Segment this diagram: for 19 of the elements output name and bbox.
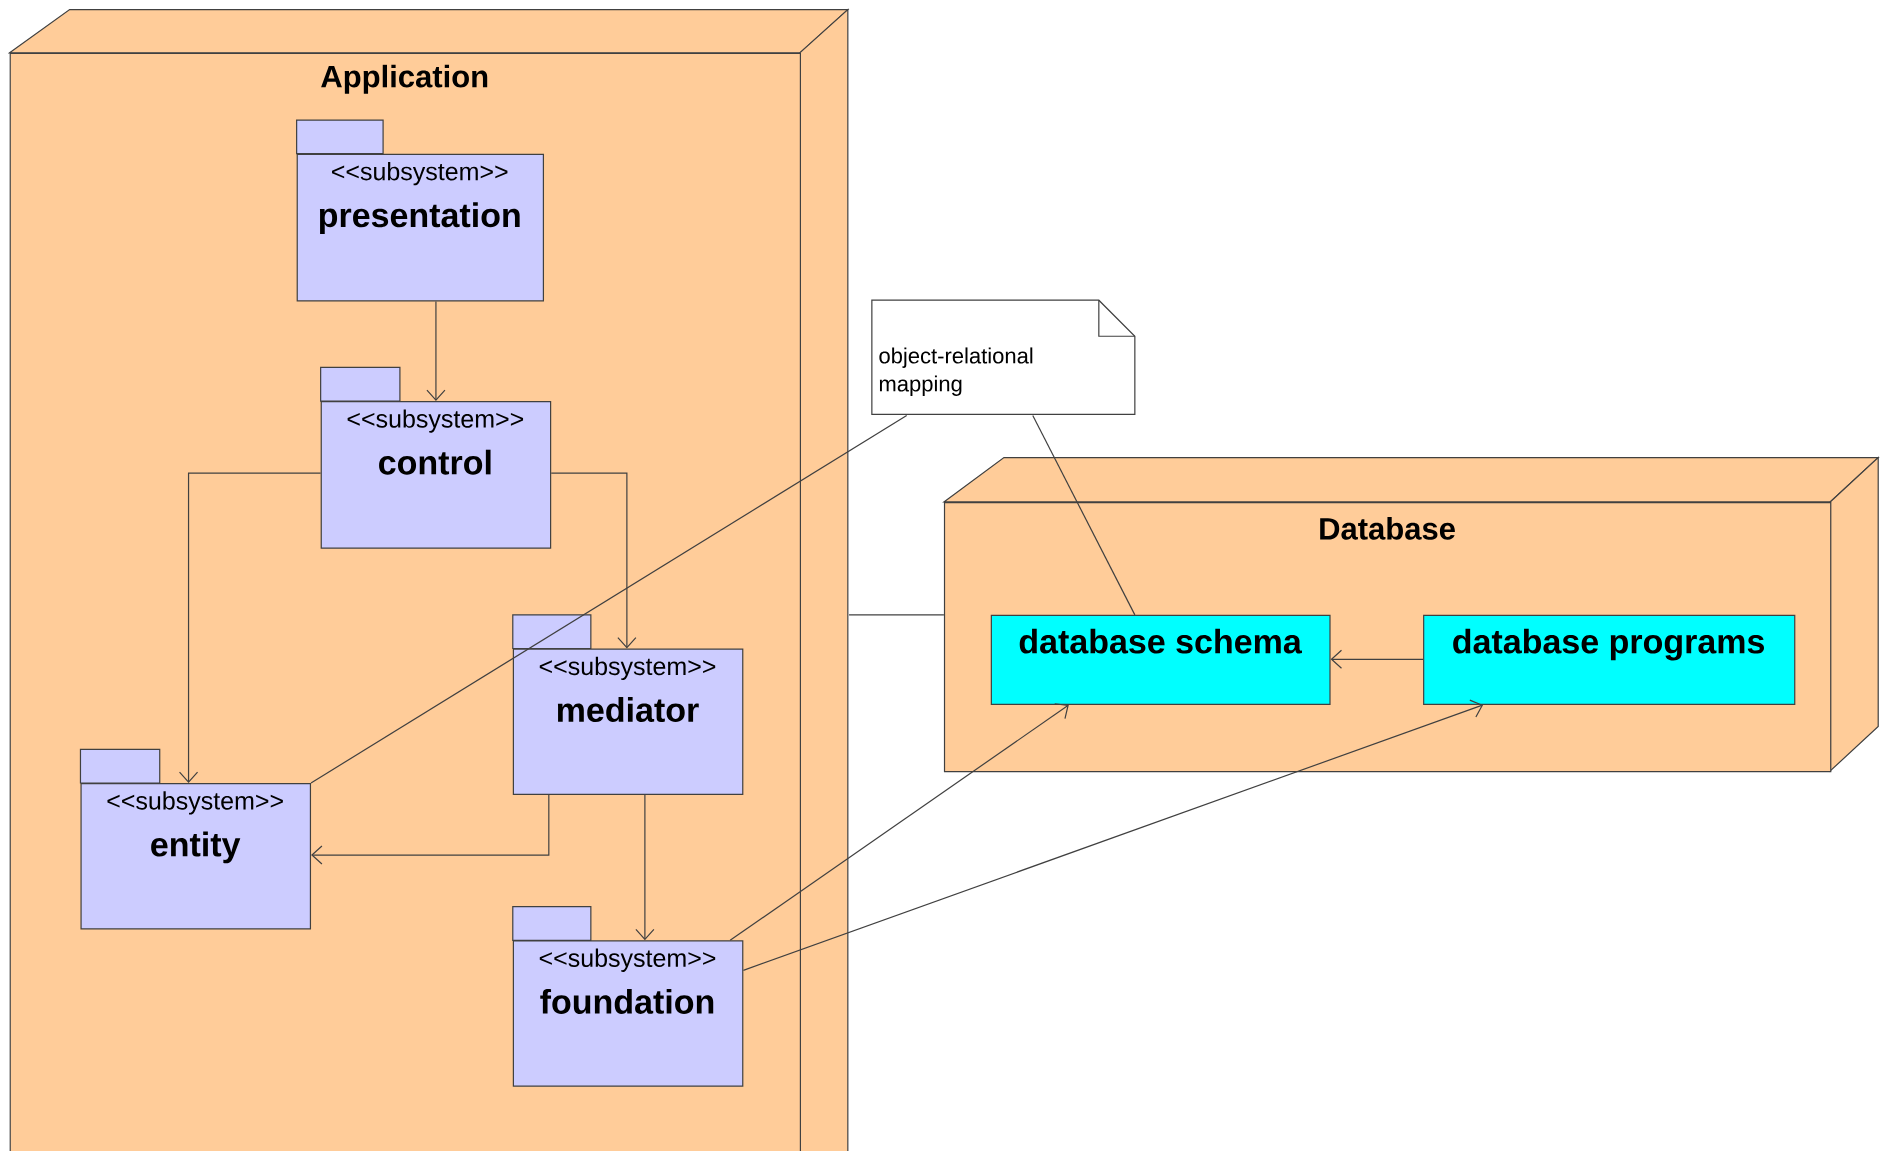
package-box: <<subsystem>> foundation	[512, 906, 744, 1087]
arrow	[550, 472, 637, 649]
connector-line	[1032, 414, 1136, 616]
arrow	[635, 794, 655, 941]
arrow	[311, 794, 550, 865]
arrow	[178, 472, 322, 783]
connector-line	[848, 614, 945, 616]
package-box: <<subsystem>> presentation	[296, 119, 544, 302]
component-box: database programs	[1423, 614, 1796, 705]
arrow	[1330, 649, 1424, 669]
component-box: database schema	[990, 614, 1331, 705]
connector-line	[310, 414, 908, 784]
note-box: object-relational mapping	[871, 299, 1136, 415]
package-box: <<subsystem>> mediator	[512, 614, 744, 795]
package-box: <<subsystem>> control	[320, 366, 552, 549]
arrow	[426, 300, 446, 402]
arrow	[729, 703, 1069, 941]
arrow	[742, 699, 1484, 971]
package-box: <<subsystem>> entity	[79, 748, 312, 930]
